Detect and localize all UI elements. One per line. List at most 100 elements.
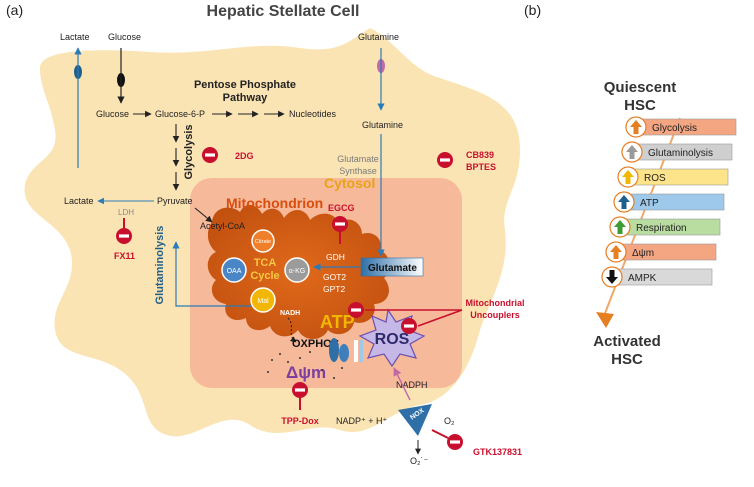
panel-b-item-bar: [615, 243, 717, 261]
panel-b-item: Glycolysis: [625, 116, 737, 138]
nox-complex: [398, 404, 432, 436]
inhibitor-fx11-icon: [116, 218, 132, 244]
glucose-out-label: Glucose: [108, 32, 141, 42]
tca-citrate-label: Citrate: [255, 239, 271, 245]
inhibitor-cb839-icon: [437, 152, 453, 168]
panel-b-item: ATP: [613, 191, 725, 213]
glutamate-box: [360, 257, 424, 277]
panel-b-item-label: Glutaminolysis: [648, 148, 713, 159]
transition-arrowhead: [596, 312, 614, 328]
tca-cycle-label: Cycle: [250, 270, 279, 282]
nadp-label: NADP⁺ + H⁺: [336, 416, 388, 426]
inhibitor-gtk-icon: [431, 429, 463, 450]
o2-minus-label: O₂˙⁻: [410, 456, 428, 466]
glucose-label: Glucose: [96, 109, 129, 119]
tca-label: TCA: [254, 257, 277, 269]
oxphos-complexes: [329, 338, 363, 362]
up-arrow-icon: [622, 170, 634, 184]
nadph-label: NADPH: [396, 380, 428, 390]
lactate-out-label: Lactate: [60, 32, 90, 42]
g6p-label: Glucose-6-P: [155, 109, 205, 119]
tca-akg-label: α-KG: [289, 268, 306, 275]
pyruvate-to-acetylcoa-arrow: [194, 207, 213, 223]
panel-b-item-bar: [623, 193, 725, 211]
pyruvate-label: Pyruvate: [157, 196, 193, 206]
ppp-label-2: Pathway: [223, 92, 269, 104]
uncouplers-label-1: Mitochondrial: [466, 298, 525, 308]
glutaminolysis-arrow: [172, 241, 258, 307]
glutamine-label: Glutamine: [362, 120, 403, 130]
panel-label-a: (a): [6, 2, 23, 18]
nadh-to-oxphos-arrow: [287, 317, 297, 343]
panel-b-item: Glutaminolysis: [621, 141, 733, 163]
gpt2-label: GPT2: [323, 284, 345, 294]
panel-b-item-label: ROS: [644, 173, 666, 184]
tca-mal-node: [250, 287, 276, 313]
gdh-label: GDH: [326, 252, 345, 262]
delta-psi-label: Δψm: [286, 363, 326, 382]
up-arrow-icon: [614, 220, 626, 234]
inhibitor-2dg-label: 2DG: [235, 151, 254, 161]
figure-title: Hepatic Stellate Cell: [207, 3, 360, 20]
lactate-label: Lactate: [64, 196, 94, 206]
up-arrow-icon: [626, 145, 638, 159]
panel-b-item: Δψm: [605, 241, 717, 263]
panel-b-item-bar: [627, 168, 729, 186]
quiescent-label-1: Quiescent: [604, 79, 677, 96]
proton-dots: [267, 351, 343, 379]
ros-label: ROS: [375, 331, 410, 348]
nadh-label: NADH: [280, 310, 300, 317]
panel-b-item: Respiration: [609, 216, 721, 238]
nucleotides-label: Nucleotides: [289, 109, 337, 119]
glutamate-label: Glutamate: [368, 263, 417, 274]
tca-citrate-node: [251, 229, 275, 253]
panel-b-item-label: Respiration: [636, 223, 687, 234]
up-arrow-icon: [618, 195, 630, 209]
panel-b-item-label: Glycolysis: [652, 123, 697, 134]
oxphos-label: OXPHOS: [292, 338, 339, 350]
cytosol-label: Cytosol: [324, 175, 375, 191]
uncouplers-label-2: Uncouplers: [470, 310, 520, 320]
panel-b-item-label: ATP: [640, 198, 659, 209]
acetyl-coa-label: Acetyl-CoA: [200, 221, 245, 231]
panel-b-item-label: AMPK: [628, 273, 657, 284]
panel-b-item-bar: [611, 268, 713, 286]
glutaminolysis-label: Glutaminolysis: [154, 226, 166, 305]
tca-akg-node: [284, 257, 310, 283]
inhibitor-2dg-icon: [202, 147, 218, 163]
up-arrow-icon: [610, 245, 622, 259]
inhibitor-cb839-label: CB839: [466, 150, 494, 160]
panel-label-b: (b): [524, 2, 541, 18]
panel-b-item: ROS: [617, 166, 729, 188]
inhibitor-uncoupler-icon-2: [401, 318, 417, 334]
o2-label: O₂: [444, 416, 455, 426]
inhibitor-egcg-icon: [332, 216, 348, 244]
activated-label-2: HSC: [611, 351, 643, 368]
nox-to-ros-arrow: [393, 367, 411, 401]
panel-b-item: AMPK: [601, 266, 713, 288]
uncoupler-line-2: [417, 309, 463, 327]
atp-label: ATP: [320, 312, 355, 332]
inhibitor-bptes-label: BPTES: [466, 162, 496, 172]
tca-mal-label: Mal: [257, 298, 269, 305]
glutamate-synthase-label-1: Glutamate: [337, 154, 379, 164]
glycolysis-label: Glycolysis: [183, 124, 195, 179]
activated-label-1: Activated: [593, 333, 661, 350]
inhibitor-tpp-dox-label: TPP-Dox: [281, 416, 319, 426]
got2-label: GOT2: [323, 272, 346, 282]
ppp-label-1: Pentose Phosphate: [194, 79, 296, 91]
inhibitor-uncoupler-icon-1: [348, 302, 364, 318]
tca-oaa-node: [221, 257, 247, 283]
up-arrow-icon: [630, 120, 642, 134]
inhibitor-egcg-label: EGCG: [328, 203, 355, 213]
down-arrow-icon: [606, 270, 618, 284]
tca-oaa-label: OAA: [227, 268, 242, 275]
inhibitor-tpp-dox-icon: [292, 382, 308, 410]
ldh-label: LDH: [118, 208, 134, 217]
quiescent-label-2: HSC: [624, 97, 656, 114]
inhibitor-gtk-label: GTK137831: [473, 447, 522, 457]
glutamine-out-label: Glutamine: [358, 32, 399, 42]
glutamate-synthase-label-2: Synthase: [339, 166, 377, 176]
